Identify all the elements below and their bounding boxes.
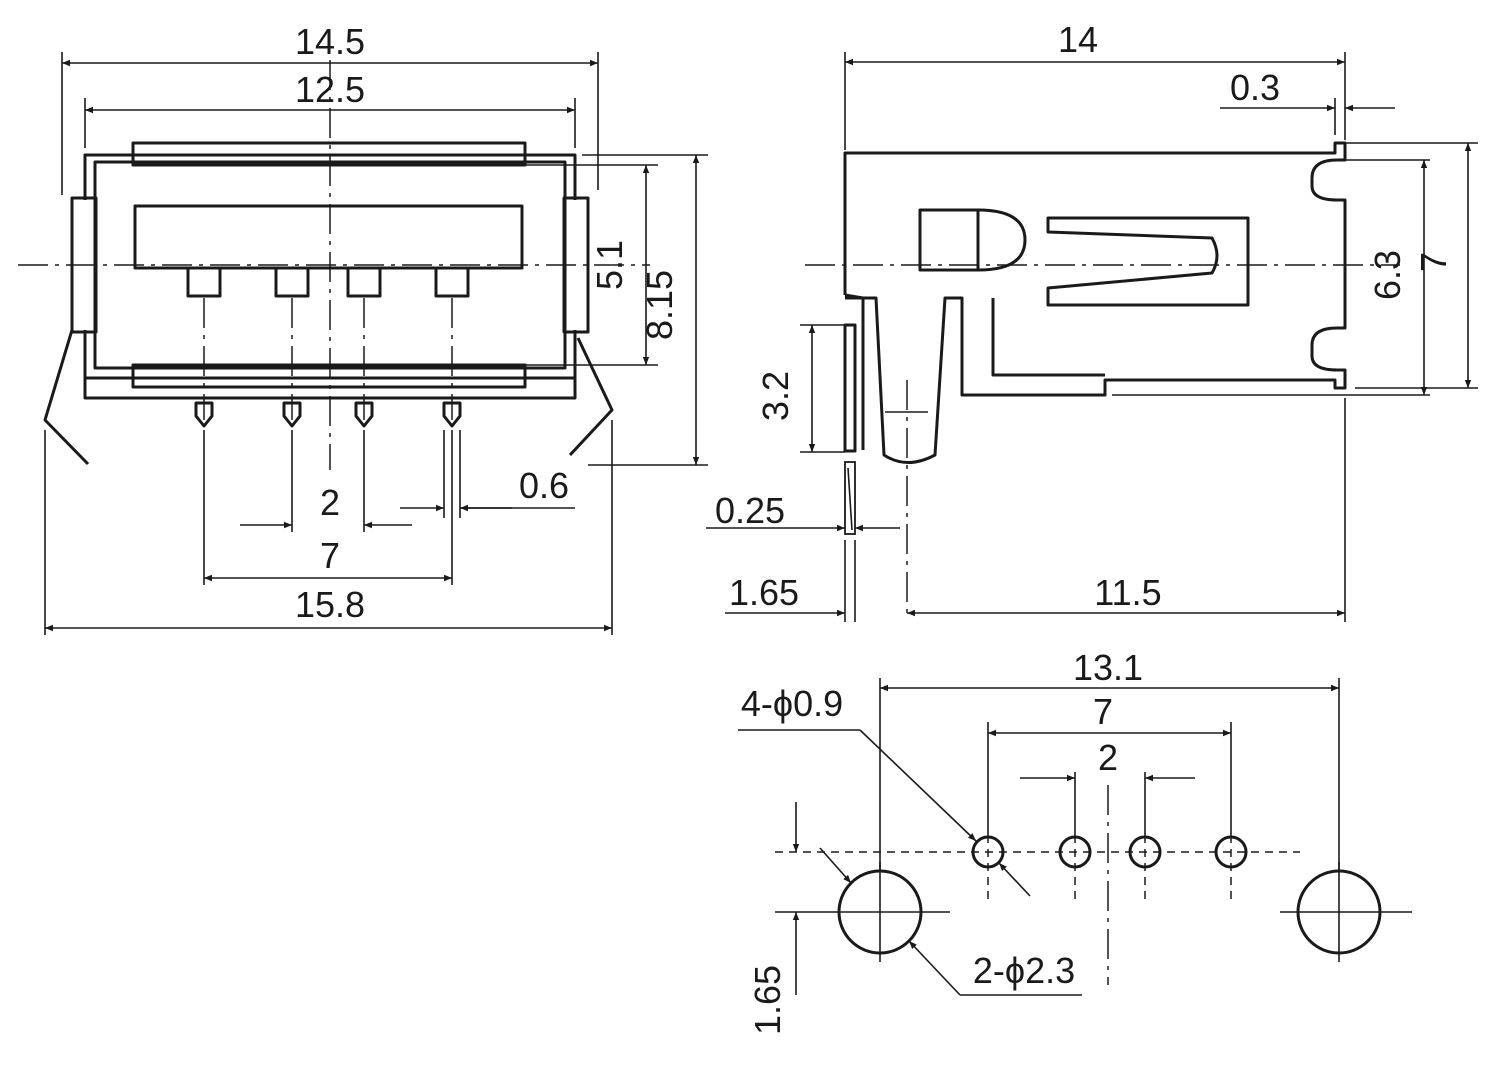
front-view: 14.5 12.5 5.1 8.15 2 7 0.6 15.8 <box>18 21 708 635</box>
front-view-labels: 14.5 12.5 5.1 8.15 2 7 0.6 15.8 <box>295 21 680 625</box>
side-view-centerlines <box>805 264 1400 620</box>
footprint-extension-lines <box>879 678 1340 872</box>
dim-length: 14 <box>1058 19 1098 60</box>
label-small-holes: 4-ϕ0.9 <box>741 683 843 724</box>
front-view-outline <box>43 141 614 466</box>
dim-pin-thickness: 0.25 <box>715 490 785 531</box>
dim-height-total: 7 <box>1413 252 1454 272</box>
dim-width-inner: 12.5 <box>295 69 365 110</box>
dim-body-length: 11.5 <box>1094 572 1161 613</box>
dim-overall-height: 8.15 <box>639 270 680 340</box>
dim-footprint-width: 13.1 <box>1073 647 1143 688</box>
dim-pin-span: 7 <box>320 535 340 576</box>
side-view-extension-lines <box>800 52 1478 622</box>
side-view-dimension-lines <box>706 58 1472 617</box>
footprint-centerlines <box>775 785 1412 985</box>
footprint-labels: 13.1 7 2 4-ϕ0.9 2-ϕ2.3 1.65 <box>741 647 1143 1035</box>
footprint-view: 13.1 7 2 4-ϕ0.9 2-ϕ2.3 1.65 <box>738 647 1412 1035</box>
side-view-labels: 14 0.3 6.3 7 3.2 0.25 1.65 11.5 <box>715 19 1454 613</box>
dim-width-total: 14.5 <box>295 21 365 62</box>
dim-pin-length: 3.2 <box>755 371 796 421</box>
footprint-holes <box>837 835 1382 955</box>
dim-opening-height: 5.1 <box>589 240 630 290</box>
dim-height-inner: 6.3 <box>1367 250 1408 300</box>
footprint-dimension-lines <box>738 684 1339 996</box>
side-view: 14 0.3 6.3 7 3.2 0.25 1.65 11.5 <box>706 19 1478 622</box>
dim-pin-pitch: 2 <box>320 482 340 523</box>
side-view-outline <box>843 141 1347 535</box>
dim-flange: 0.3 <box>1230 67 1280 108</box>
label-large-holes: 2-ϕ2.3 <box>973 950 1075 991</box>
front-view-extension-lines <box>44 52 708 635</box>
front-view-dimension-lines <box>45 59 700 632</box>
dim-footprint-pin-span: 7 <box>1093 691 1113 732</box>
dim-leg-span: 15.8 <box>295 584 365 625</box>
dim-offset: 1.65 <box>729 572 799 613</box>
front-view-centerlines <box>18 60 650 470</box>
dim-footprint-row-offset: 1.65 <box>747 965 788 1035</box>
dim-pin-width: 0.6 <box>519 465 569 506</box>
dim-footprint-pin-pitch: 2 <box>1098 737 1118 778</box>
